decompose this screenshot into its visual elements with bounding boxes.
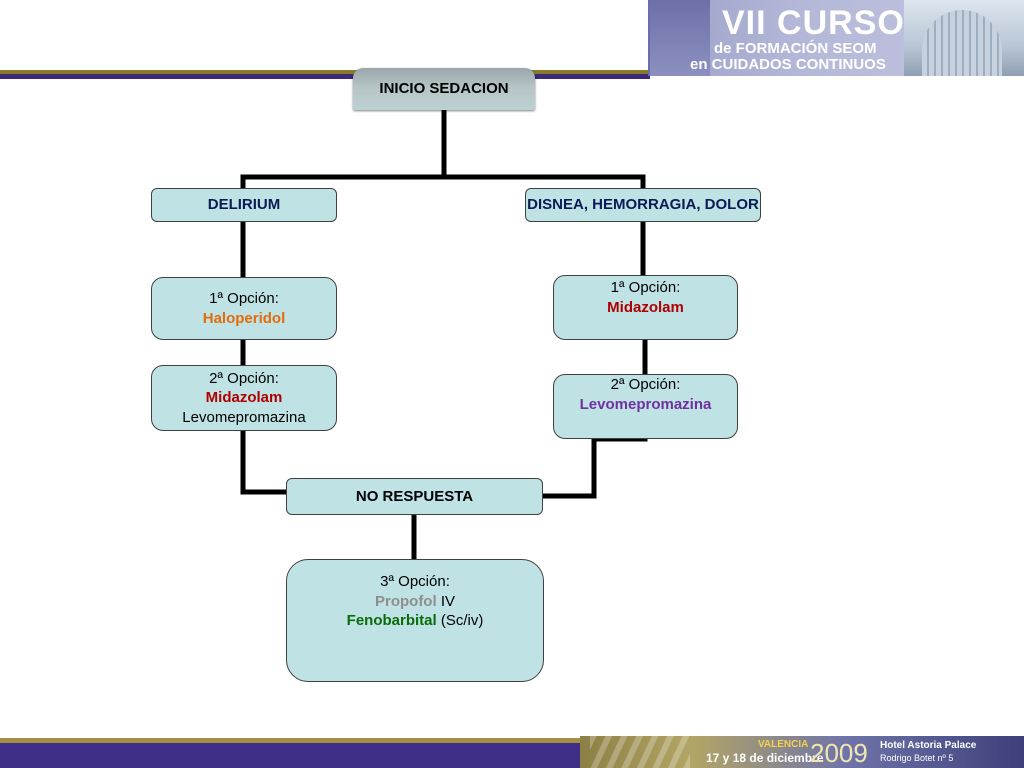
drug-fenobarbital-route: (Sc/iv) — [440, 612, 484, 629]
node-disnea-hemorragia-dolor: DISNEA, HEMORRAGIA, DOLOR — [525, 188, 761, 222]
drug-levomepromazina: Levomepromazina — [579, 395, 712, 413]
footer-address: Rodrigo Botet nº 5 — [880, 753, 954, 763]
drug-midazolam: Midazolam — [607, 298, 684, 316]
node-delirium-option-2: 2ª Opción: Midazolam Levomepromazina — [151, 365, 337, 431]
node-delirium-title: DELIRIUM — [207, 196, 281, 214]
node-no-respuesta: NO RESPUESTA — [286, 478, 543, 515]
footer-hotel: Hotel Astoria Palace — [880, 740, 977, 751]
option-label: 3ª Opción: — [380, 573, 450, 590]
node-disnea-title: DISNEA, HEMORRAGIA, DOLOR — [527, 195, 759, 213]
logo-decor-strip — [650, 0, 710, 76]
logo-subtitle-1: de FORMACIÓN SEOM — [714, 40, 877, 57]
footer-year: 2009 — [810, 738, 868, 768]
node-no-respuesta-title: NO RESPUESTA — [355, 487, 474, 505]
drug-levomepromazina: Levomepromazina — [182, 408, 306, 426]
logo-title: VII CURSO — [722, 4, 905, 42]
drug-propofol-line: Propofol IV — [375, 592, 455, 612]
option-label: 2ª Opción: — [610, 376, 681, 393]
footer-city: VALENCIA — [758, 739, 809, 750]
node-delirium-option-1: 1ª Opción: Haloperidol — [151, 277, 337, 340]
drug-propofol: Propofol — [374, 592, 437, 610]
course-logo-banner: VII CURSO de FORMACIÓN SEOM en CUIDADOS … — [648, 0, 1024, 76]
building-photo-icon — [904, 0, 1024, 76]
node-disnea-option-1: 1ª Opción: Midazolam — [553, 275, 738, 340]
drug-propofol-route: IV — [440, 592, 455, 610]
footer-divider-olive — [0, 738, 580, 743]
drug-fenobarbital: Fenobarbital — [346, 612, 437, 629]
node-delirium: DELIRIUM — [151, 188, 337, 222]
node-disnea-option-2: 2ª Opción: Levomepromazina — [553, 374, 738, 439]
footer-wave-decor-icon — [590, 736, 690, 768]
option-label: 2ª Opción: — [209, 369, 279, 387]
connector-delirium-merge — [240, 428, 289, 495]
node-inicio-sedacion: INICIO SEDACION — [353, 68, 535, 110]
option-label: 1ª Opción: — [610, 279, 681, 296]
logo-subtitle-2: en CUIDADOS CONTINUOS — [690, 56, 886, 73]
drug-fenobarbital-line: Fenobarbital (Sc/iv) — [347, 611, 484, 631]
footer-dates: 17 y 18 de diciembre — [706, 751, 824, 765]
node-option-3: 3ª Opción: Propofol IV Fenobarbital (Sc/… — [286, 559, 544, 682]
connector-disnea-merge — [540, 436, 648, 499]
option-label: 1ª Opción: — [209, 290, 279, 307]
footer-bar — [0, 743, 580, 768]
header-divider-purple — [0, 74, 650, 79]
drug-midazolam: Midazolam — [205, 389, 283, 407]
footer-event-banner: VALENCIA 17 y 18 de diciembre 2009 Hotel… — [580, 736, 1024, 768]
drug-haloperidol: Haloperidol — [202, 309, 286, 327]
header-divider-olive — [0, 70, 650, 74]
node-inicio-title: INICIO SEDACION — [379, 80, 509, 98]
